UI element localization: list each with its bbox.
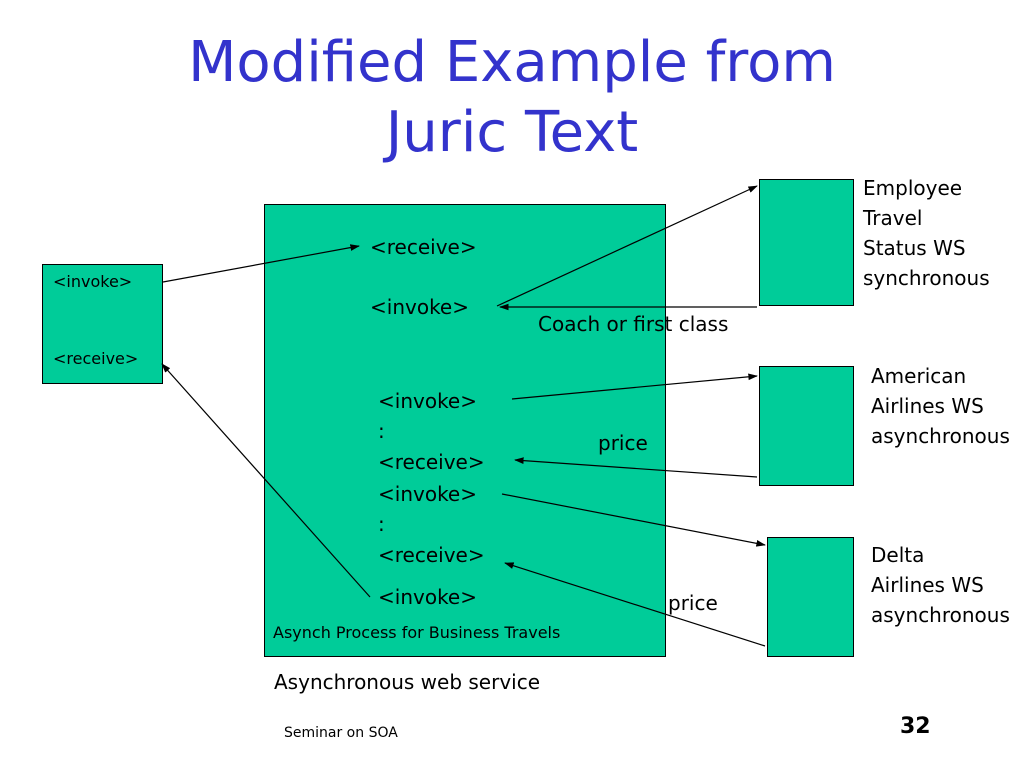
footer-seminar: Seminar on SOA (284, 725, 398, 741)
arrow-invoke-to-delta (501, 493, 766, 547)
price-label-delta: price (668, 591, 718, 615)
process-step-invoke-2: <invoke> (378, 389, 477, 413)
process-step-invoke-1: <invoke> (370, 295, 469, 319)
employee-travel-status-box (759, 179, 854, 306)
delta-airlines-label: Delta Airlines WS asynchronous (871, 543, 1010, 627)
american-airlines-box (759, 366, 854, 486)
slide-title: Modified Example from Juric Text (188, 30, 836, 165)
employee-travel-status-label: Employee Travel Status WS synchronous (863, 176, 990, 290)
american-airlines-label: American Airlines WS asynchronous (871, 364, 1010, 448)
process-step-ellipsis-1: : (378, 419, 385, 443)
arrow-client-to-receive (162, 244, 360, 283)
delta-airlines-box (767, 537, 854, 657)
arrow-invoke-to-american (511, 373, 758, 400)
coach-label: Coach or first class (538, 312, 729, 336)
arrow-invoke-to-employee (496, 185, 758, 307)
client-invoke-label: <invoke> (53, 272, 133, 291)
process-step-ellipsis-2: : (378, 512, 385, 536)
process-step-invoke-4: <invoke> (378, 585, 477, 609)
arrow-invoke-to-client (161, 363, 371, 598)
arrow-delta-to-receive (504, 562, 766, 647)
process-footer-label: Asynchronous web service (274, 670, 541, 694)
process-step-receive-3: <receive> (378, 543, 485, 567)
price-label-american: price (598, 431, 648, 455)
process-step-invoke-3: <invoke> (378, 482, 477, 506)
process-step-receive-2: <receive> (378, 450, 485, 474)
client-receive-label: <receive> (53, 349, 139, 368)
async-process-box (264, 204, 666, 657)
process-step-receive-1: <receive> (370, 235, 477, 259)
page-number: 32 (900, 714, 931, 739)
arrow-american-to-receive (514, 457, 758, 478)
client-process-box (42, 264, 163, 384)
process-caption: Asynch Process for Business Travels (273, 623, 561, 642)
